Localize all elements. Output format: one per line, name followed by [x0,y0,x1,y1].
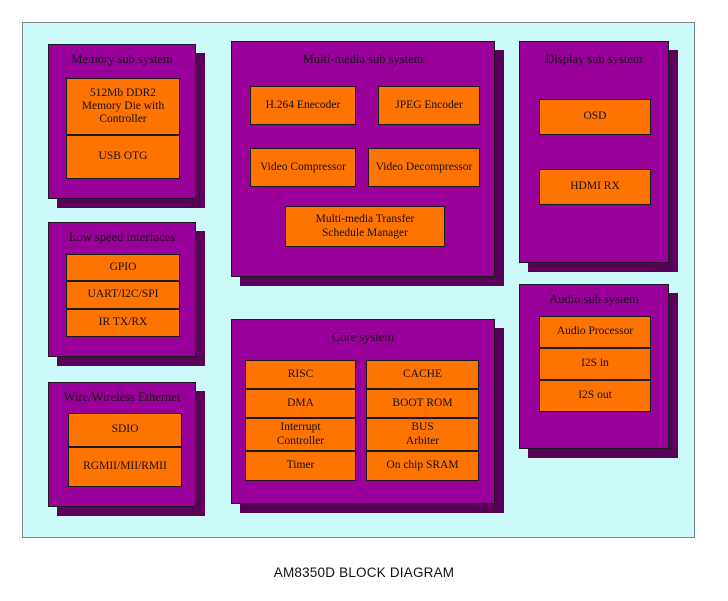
subsystem-memory-title: Memory sub system [71,52,173,66]
block-mm-transfer-schedule-manager: Multi-media Transfer Schedule Manager [285,206,445,247]
subsystem-low-speed-interfaces-title: Low speed interfaces [68,230,176,244]
diagram-caption: AM8350D BLOCK DIAGRAM [273,565,455,580]
subsystem-display-title: Display sub system [545,52,643,66]
block-uart-i2c-spi: UART/I2C/SPI [66,281,180,309]
block-risc: RISC [245,360,356,389]
block-i2s-in: I2S in [539,348,651,380]
block-i2s-out: I2S out [539,380,651,412]
block-usb-otg: USB OTG [66,135,180,179]
subsystem-ethernet: Wire/Wireless Ethernet SDIO RGMII/MII/RM… [48,382,196,507]
subsystem-core-title: Core system [331,330,395,344]
subsystem-memory: Memory sub system 512Mb DDR2 Memory Die … [48,44,196,199]
subsystem-display: Display sub system OSD HDMI RX [519,41,669,263]
block-ir-tx-rx: IR TX/RX [66,309,180,337]
block-timer: Timer [245,451,356,481]
block-osd: OSD [539,99,651,135]
subsystem-multimedia: Multi-media sub system H.264 Enecoder JP… [231,41,495,277]
block-rgmii-mii-rmii: RGMII/MII/RMII [68,447,182,487]
block-cache: CACHE [366,360,479,389]
block-h264-encoder: H.264 Enecoder [250,86,356,125]
block-sdio: SDIO [68,413,182,447]
block-on-chip-sram: On chip SRAM [366,451,479,481]
subsystem-multimedia-title: Multi-media sub system [302,52,424,66]
block-dma: DMA [245,389,356,418]
subsystem-core: Core system RISC DMA Interrupt Controlle… [231,319,495,504]
block-hdmi-rx: HDMI RX [539,169,651,205]
subsystem-low-speed-interfaces: Low speed interfaces GPIO UART/I2C/SPI I… [48,222,196,357]
block-gpio: GPIO [66,254,180,281]
block-512mb-ddr2: 512Mb DDR2 Memory Die with Controller [66,78,180,135]
block-video-compressor: Video Compressor [250,148,356,187]
subsystem-ethernet-title: Wire/Wireless Ethernet [63,390,181,404]
subsystem-audio-title: Audio sub system [549,292,639,306]
block-interrupt-controller: Interrupt Controller [245,418,356,451]
block-audio-processor: Audio Processor [539,316,651,348]
block-jpeg-encoder: JPEG Encoder [378,86,480,125]
diagram-canvas: Memory sub system 512Mb DDR2 Memory Die … [22,22,695,538]
block-video-decompressor: Video Decompressor [368,148,480,187]
block-bus-arbiter: BUS Arbiter [366,418,479,451]
subsystem-audio: Audio sub system Audio Processor I2S in … [519,284,669,449]
block-boot-rom: BOOT ROM [366,389,479,418]
